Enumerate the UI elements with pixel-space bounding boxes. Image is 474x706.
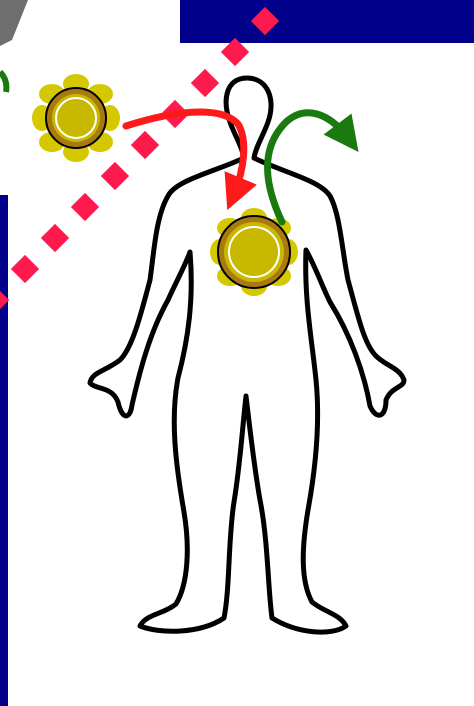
top-navy-bar: [180, 0, 474, 43]
human-body-outline-icon: [90, 78, 404, 632]
corner-green-arrow-fragment: [0, 72, 6, 92]
corner-fragment: [0, 0, 28, 46]
left-navy-bar: [0, 195, 8, 706]
germ-icon: [32, 74, 120, 162]
